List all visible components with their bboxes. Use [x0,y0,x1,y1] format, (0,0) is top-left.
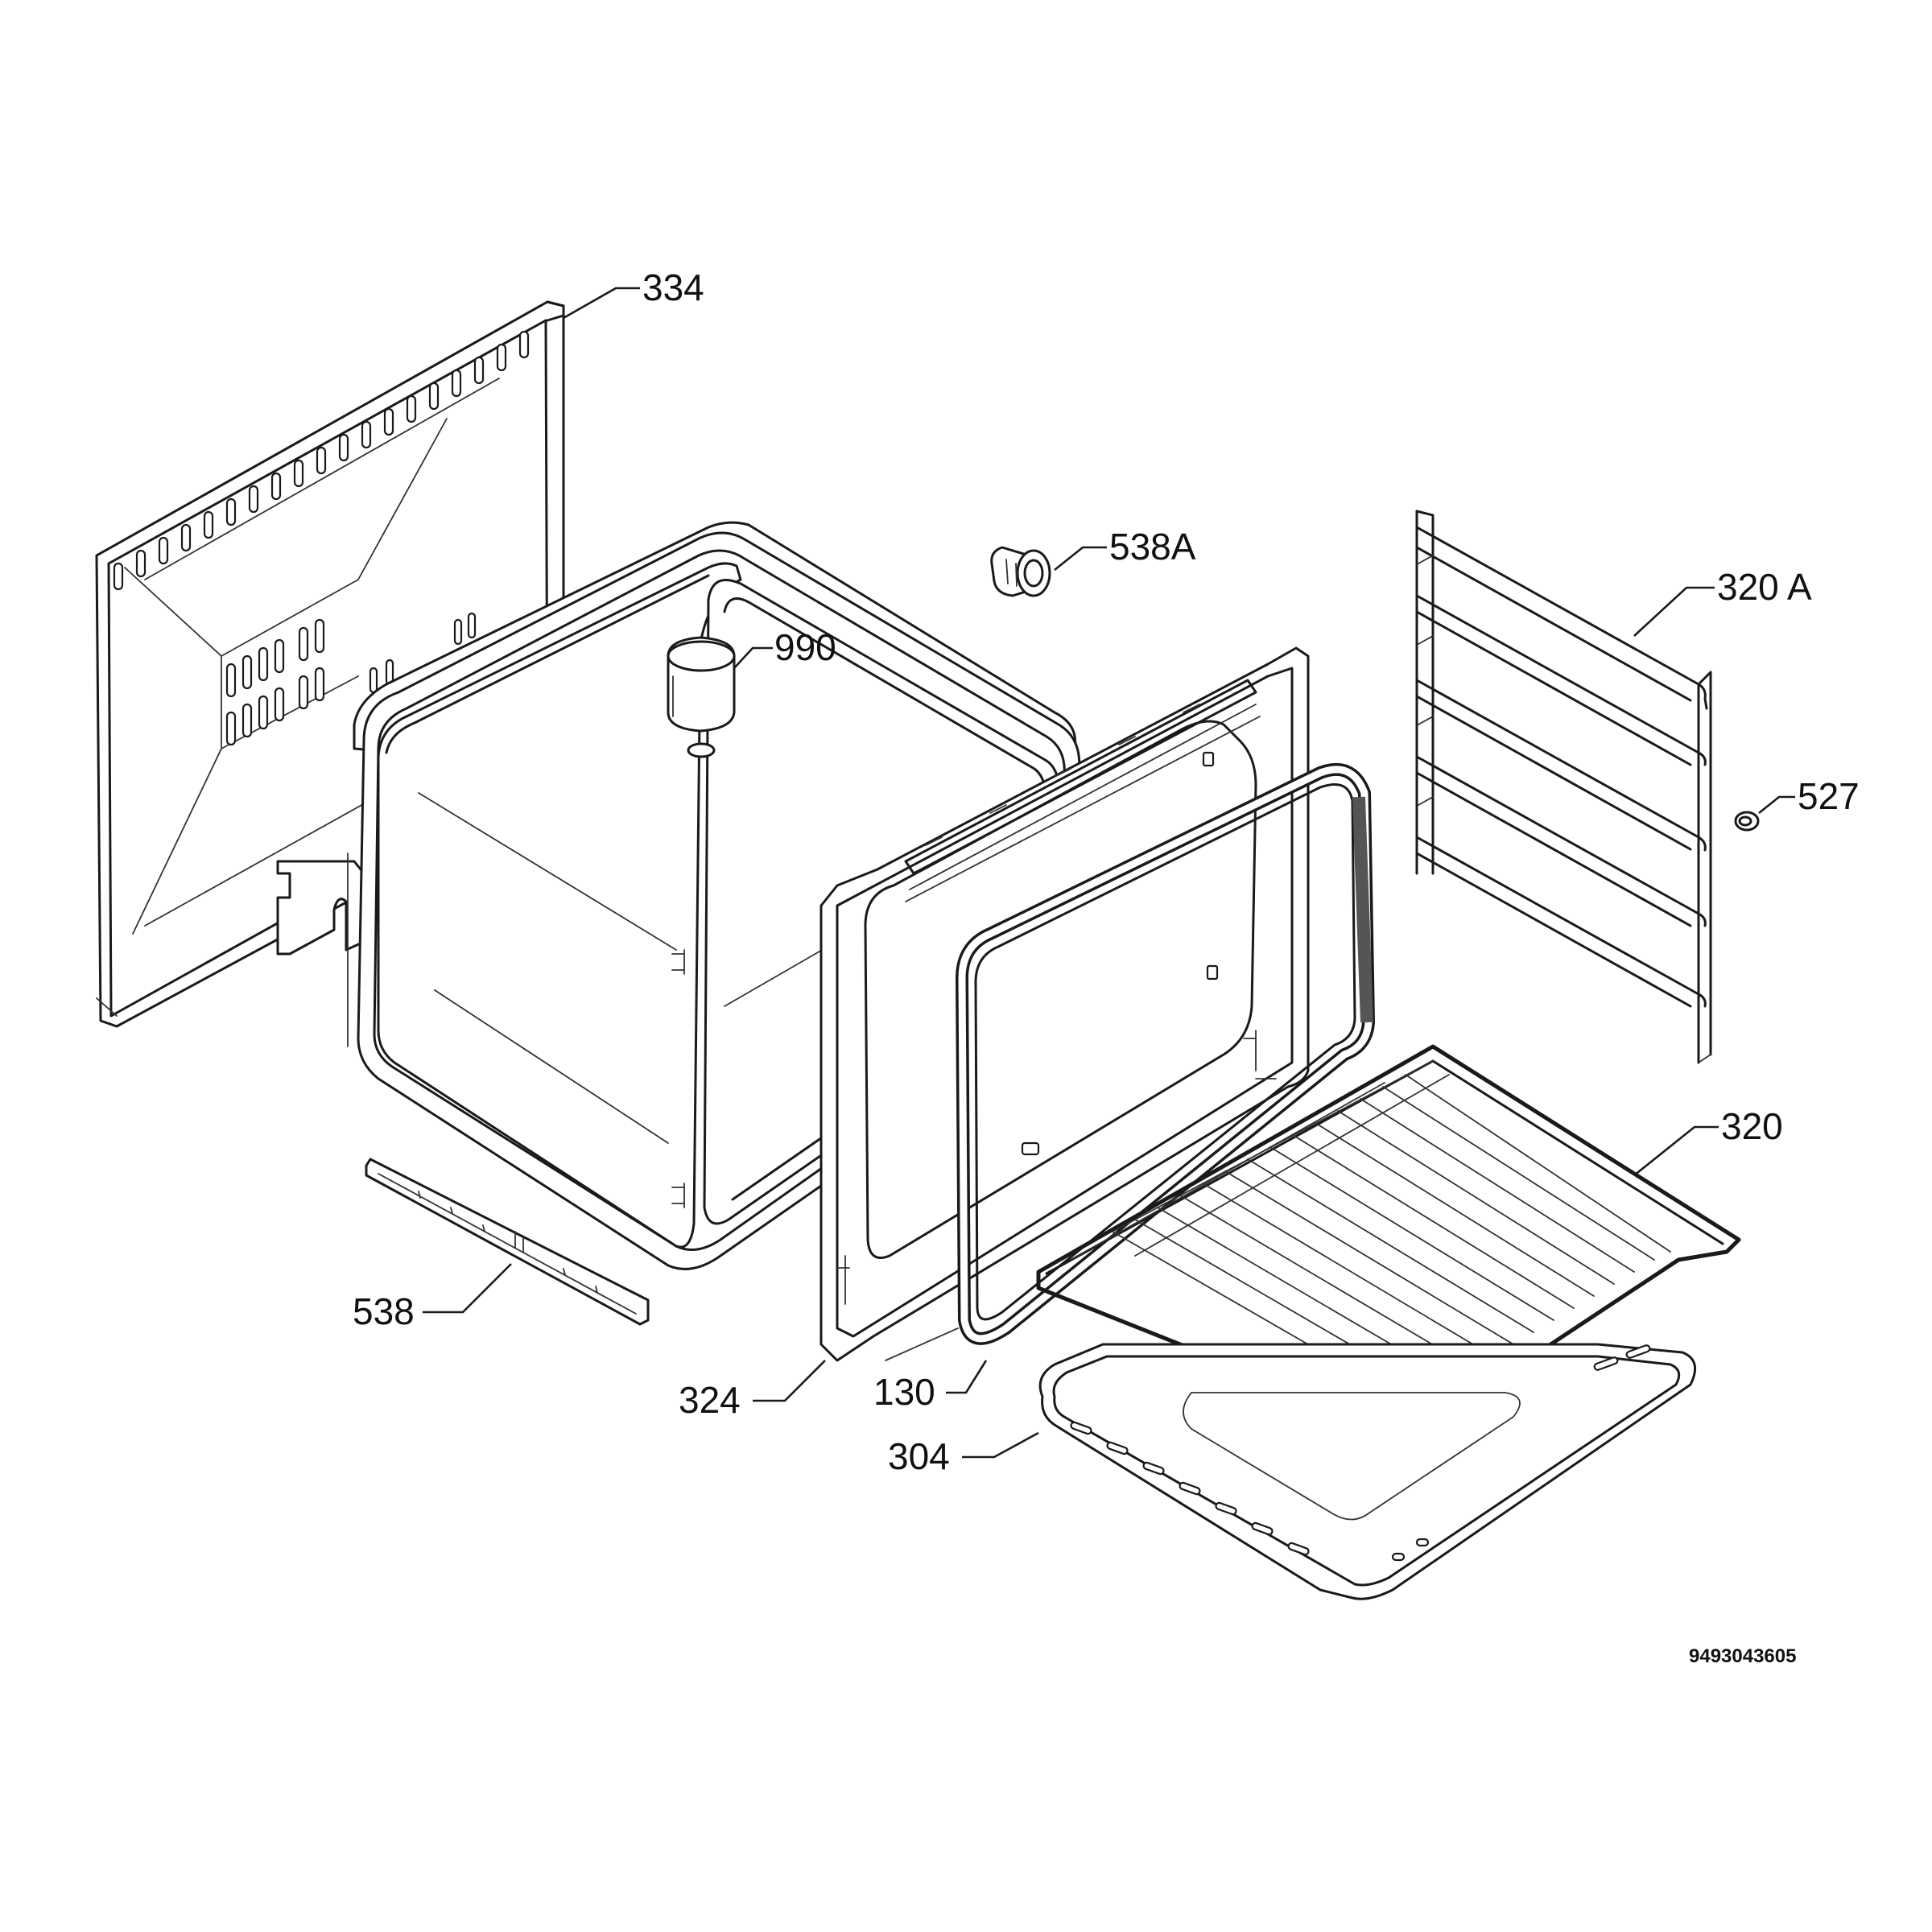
callout-538A: 538A [1109,526,1196,568]
leader-130 [946,1360,988,1394]
callout-324: 324 [679,1379,741,1421]
leader-320 [1633,1125,1719,1177]
callout-527: 527 [1798,775,1860,817]
callout-538: 538 [353,1290,415,1332]
part-324-front-frame [819,646,1310,1362]
leader-304 [962,1431,1039,1459]
panel-334-slots [113,330,530,746]
document-number: 9493043605 [1689,1645,1796,1667]
leader-320A [1633,586,1715,637]
part-538A-clip [990,546,1051,597]
leader-lines [423,287,1795,1459]
part-527-nut [1734,811,1760,832]
callout-990: 990 [774,626,836,668]
part-990-cap [667,636,736,758]
callout-334: 334 [642,266,704,308]
callout-304: 304 [888,1435,950,1477]
tray-slots [1070,1344,1651,1562]
callout-320A: 320 A [1717,566,1812,608]
part-320A-side-runners [1415,510,1712,1064]
callout-130: 130 [873,1371,935,1413]
part-304-baking-tray [1038,1343,1697,1600]
callout-labels: 334 990 538A 320 A 527 320 538 324 130 3… [353,266,1860,1477]
leader-538A [1054,546,1107,572]
leader-334 [563,287,640,320]
leader-527 [1758,795,1795,815]
callout-320: 320 [1721,1105,1783,1147]
part-538-front-strip [365,1158,650,1326]
part-130-door-gasket [956,763,1375,1345]
leader-538 [423,1263,512,1314]
leader-990 [733,646,773,669]
leader-324 [753,1360,826,1402]
